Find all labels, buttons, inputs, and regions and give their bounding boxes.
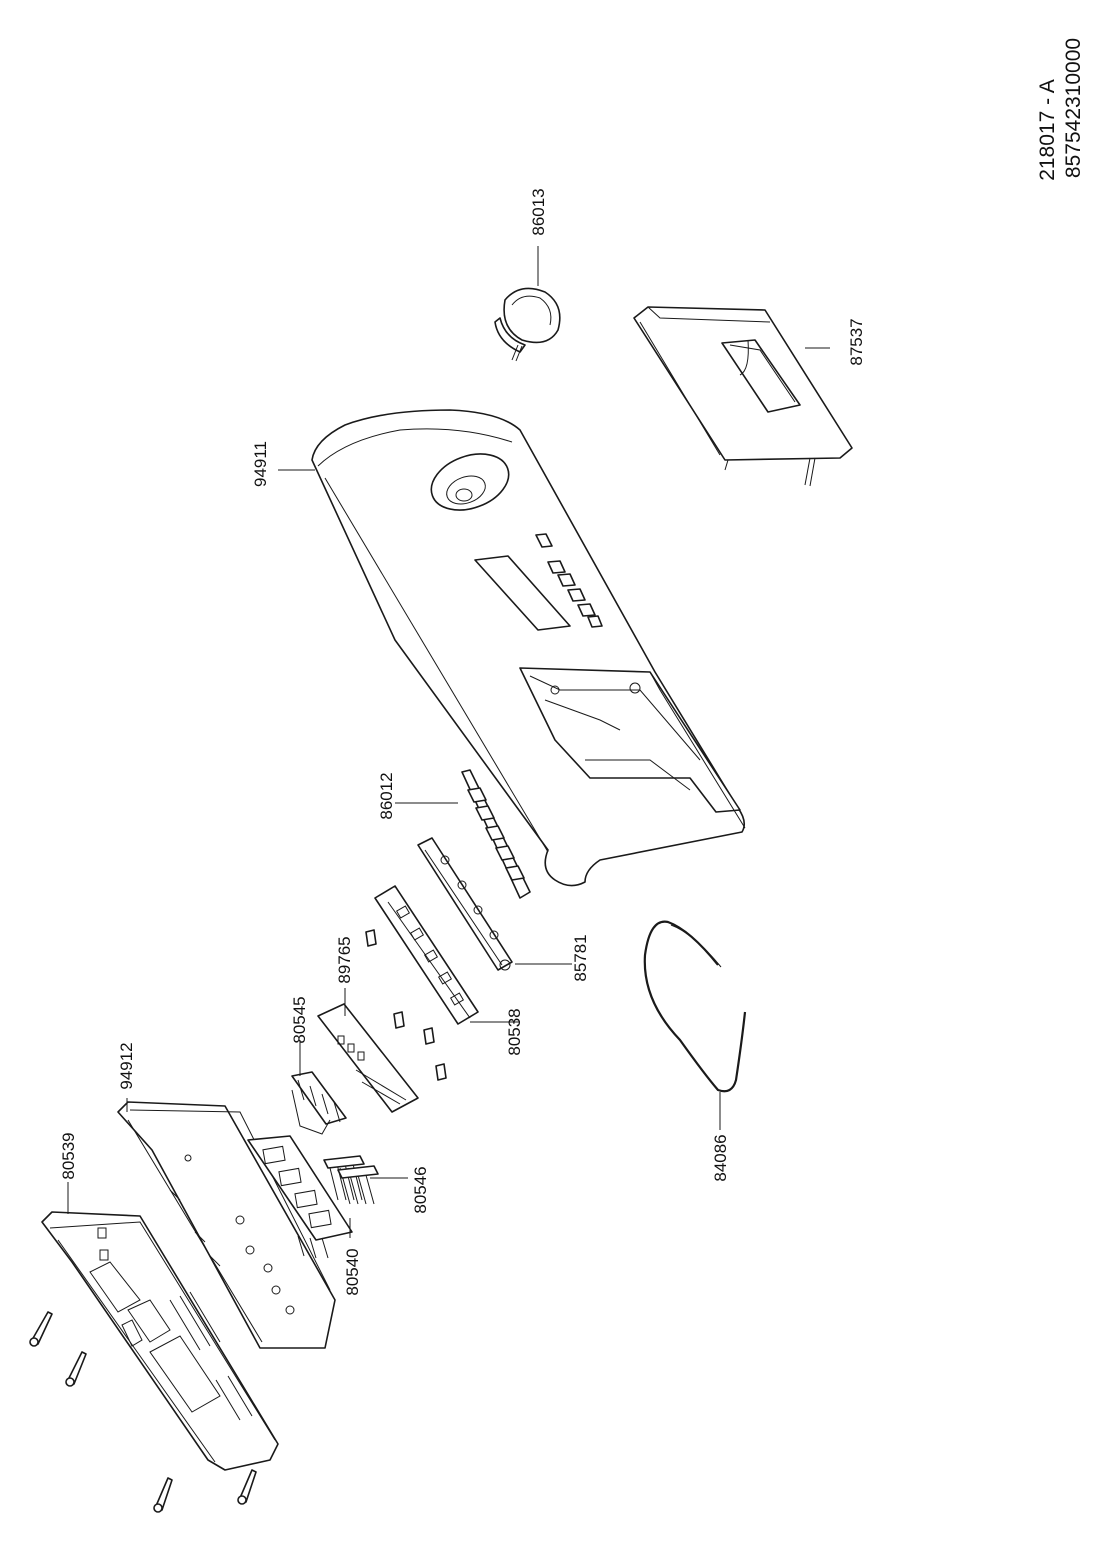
part-84086-wire — [643, 920, 747, 1093]
callout-labels: 86013 87537 94911 86012 85781 89765 8053… — [59, 188, 866, 1295]
callout-80540: 80540 — [343, 1248, 362, 1295]
callout-87537: 87537 — [847, 318, 866, 365]
part-86013-knob — [494, 287, 561, 362]
part-85781-button-carrier — [417, 837, 513, 971]
part-86012-button-strip — [461, 769, 531, 899]
part-80546-pin-headers — [323, 1155, 379, 1205]
housing-screws — [29, 1311, 257, 1513]
callout-86013: 86013 — [529, 188, 548, 235]
part-80545-connector — [291, 1071, 347, 1135]
drawing-id: 218017 - A — [1036, 79, 1059, 181]
callout-80538: 80538 — [505, 1008, 524, 1055]
part-80538-display-module — [374, 885, 479, 1025]
part-number: 857542310000 — [1062, 38, 1085, 178]
callout-85781: 85781 — [571, 934, 590, 981]
callout-89765: 89765 — [335, 936, 354, 983]
screws-89765 — [365, 929, 447, 1081]
part-94912-pcb — [117, 1101, 336, 1349]
part-89765-overlay — [317, 1003, 419, 1113]
callout-94911: 94911 — [251, 441, 270, 487]
callout-80546: 80546 — [411, 1166, 430, 1213]
leader-lines — [67, 246, 830, 1238]
part-80540-connector-board — [247, 1135, 353, 1259]
part-80539-housing — [41, 1211, 279, 1471]
part-94911-control-panel — [311, 409, 746, 887]
callout-80539: 80539 — [59, 1132, 78, 1179]
callout-84086: 84086 — [711, 1134, 730, 1181]
callout-80545: 80545 — [290, 996, 309, 1043]
callout-86012: 86012 — [377, 772, 396, 819]
part-87537-cover — [633, 306, 853, 487]
document-identifier: 218017 - A 857542310000 — [1036, 38, 1085, 181]
callout-94912: 94912 — [117, 1042, 136, 1089]
